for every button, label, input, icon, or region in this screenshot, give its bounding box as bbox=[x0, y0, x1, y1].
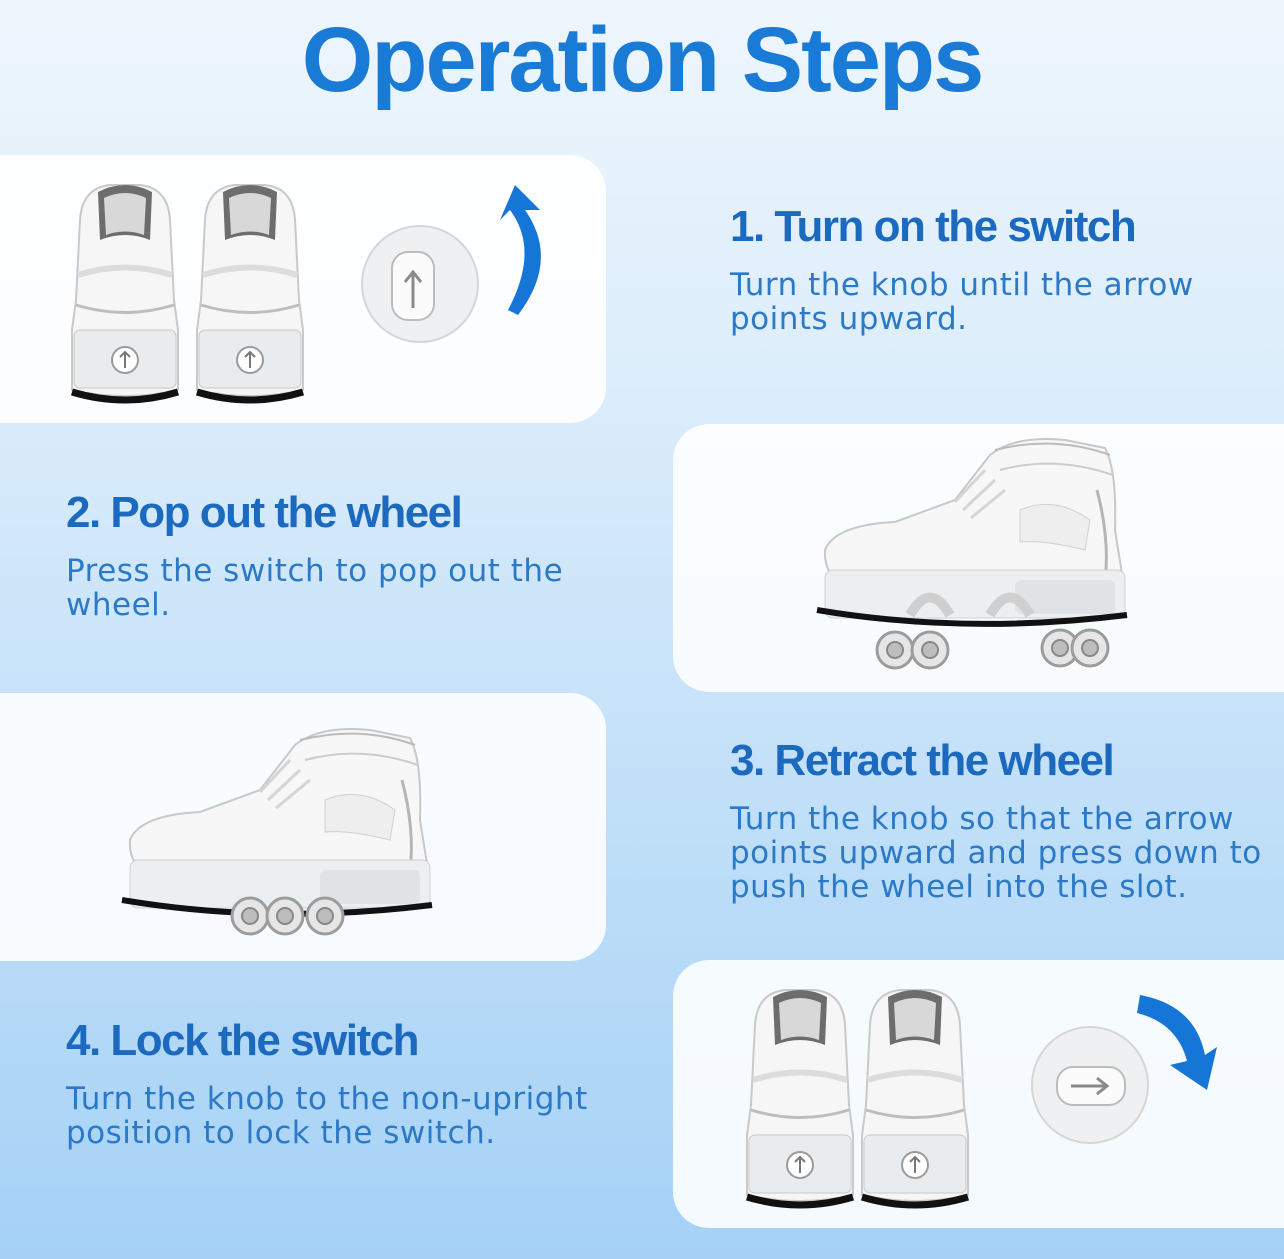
step-4-shoes-image bbox=[745, 985, 1217, 1215]
page-title: Operation Steps bbox=[301, 9, 985, 111]
step-2-shoe-wheels-out-image bbox=[800, 430, 1150, 670]
step-2-heading: 2. Pop out the wheel bbox=[66, 488, 463, 537]
rotate-arrow-icon bbox=[500, 185, 541, 315]
knob-arrow-right-icon bbox=[1031, 1026, 1149, 1144]
step-3-description: Turn the knob so that the arrow points u… bbox=[730, 801, 1262, 905]
step-1-shoes-image bbox=[70, 180, 541, 410]
step-3-heading: 3. Retract the wheel bbox=[730, 736, 1115, 785]
knob-arrow-up-icon bbox=[361, 225, 479, 343]
step-1-heading: 1. Turn on the switch bbox=[730, 202, 1137, 251]
step-3: 3. Retract the wheel Turn the knob so th… bbox=[730, 736, 1270, 904]
step-3-shoe-wheels-retracted-image bbox=[100, 720, 460, 936]
step-4-heading: 4. Lock the switch bbox=[66, 1016, 419, 1065]
step-2: 2. Pop out the wheel Press the switch to… bbox=[66, 488, 586, 622]
step-1-description: Turn the knob until the arrow points upw… bbox=[730, 267, 1194, 337]
step-1: 1. Turn on the switch Turn the knob unti… bbox=[730, 202, 1250, 336]
step-2-description: Press the switch to pop out the wheel. bbox=[66, 553, 564, 623]
step-4: 4. Lock the switch Turn the knob to the … bbox=[66, 1016, 626, 1150]
rotate-arrow-down-icon bbox=[1137, 995, 1217, 1090]
step-4-description: Turn the knob to the non-upright positio… bbox=[66, 1081, 588, 1151]
